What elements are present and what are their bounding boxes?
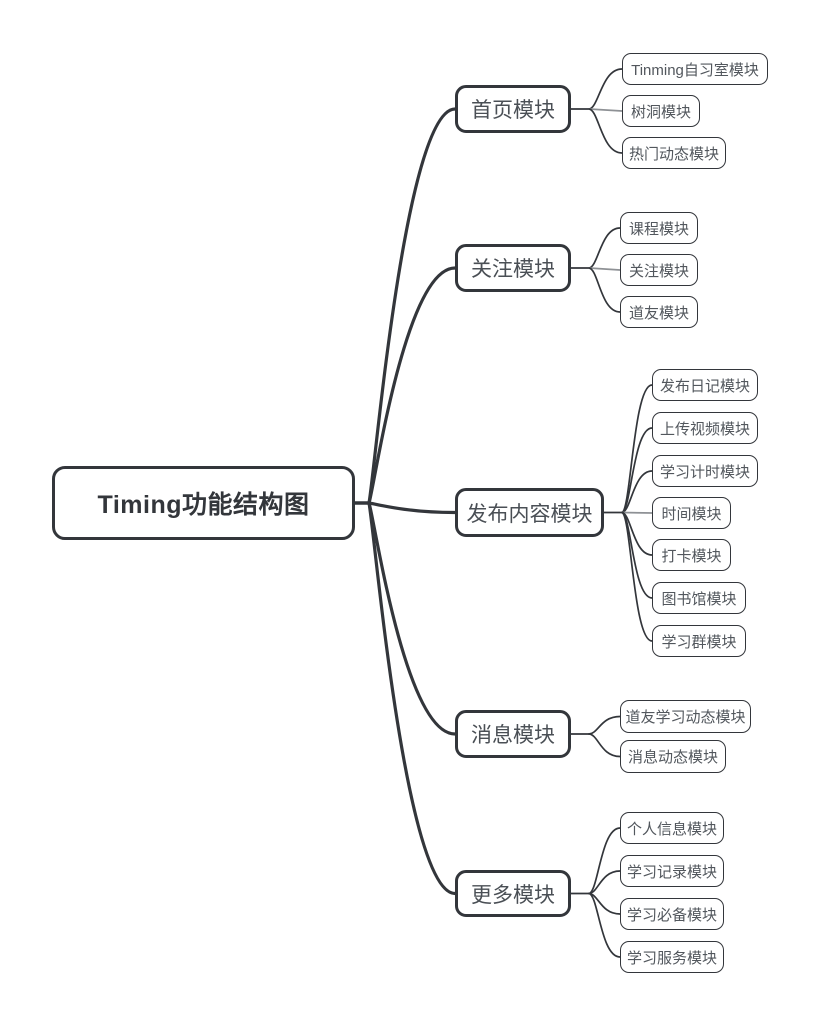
root-node[interactable]: Timing功能结构图 — [52, 466, 355, 540]
connector — [367, 266, 457, 505]
leaf-node-more-2[interactable]: 学习必备模块 — [620, 898, 724, 930]
connector — [588, 267, 621, 313]
connector — [621, 511, 653, 599]
branch-node-more[interactable]: 更多模块 — [455, 870, 571, 917]
connector — [621, 470, 653, 514]
connector — [621, 511, 653, 514]
leaf-node-publish-2[interactable]: 学习计时模块 — [652, 455, 758, 487]
connector — [367, 107, 457, 505]
connector — [621, 511, 653, 556]
leaf-node-more-3[interactable]: 学习服务模块 — [620, 941, 724, 973]
leaf-node-message-1[interactable]: 消息动态模块 — [620, 740, 726, 773]
connector — [621, 384, 653, 514]
connector — [621, 511, 653, 642]
connector — [588, 892, 621, 915]
branch-node-home[interactable]: 首页模块 — [455, 85, 571, 133]
leaf-node-publish-6[interactable]: 学习群模块 — [652, 625, 746, 657]
connector — [367, 501, 457, 896]
connector — [621, 427, 653, 514]
connector — [588, 715, 621, 735]
branch-node-message[interactable]: 消息模块 — [455, 710, 571, 758]
leaf-node-publish-4[interactable]: 打卡模块 — [652, 539, 731, 571]
leaf-node-more-1[interactable]: 学习记录模块 — [620, 855, 724, 887]
connector — [588, 870, 621, 895]
leaf-node-publish-0[interactable]: 发布日记模块 — [652, 369, 758, 401]
connector — [367, 501, 457, 515]
connector — [588, 108, 623, 112]
connector — [588, 68, 623, 110]
connector — [367, 501, 457, 736]
connector — [588, 227, 621, 269]
branch-node-follow[interactable]: 关注模块 — [455, 244, 571, 292]
leaf-node-publish-1[interactable]: 上传视频模块 — [652, 412, 758, 444]
connector — [588, 733, 621, 758]
connector — [588, 267, 621, 271]
leaf-node-home-2[interactable]: 热门动态模块 — [622, 137, 726, 169]
leaf-node-follow-0[interactable]: 课程模块 — [620, 212, 698, 244]
leaf-node-more-0[interactable]: 个人信息模块 — [620, 812, 724, 844]
leaf-node-message-0[interactable]: 道友学习动态模块 — [620, 700, 751, 733]
leaf-node-home-1[interactable]: 树洞模块 — [622, 95, 700, 127]
connector — [588, 892, 621, 958]
leaf-node-follow-2[interactable]: 道友模块 — [620, 296, 698, 328]
leaf-node-publish-5[interactable]: 图书馆模块 — [652, 582, 746, 614]
leaf-node-publish-3[interactable]: 时间模块 — [652, 497, 731, 529]
branch-node-publish[interactable]: 发布内容模块 — [455, 488, 604, 537]
leaf-node-home-0[interactable]: Tinming自习室模块 — [622, 53, 768, 85]
connector — [588, 108, 623, 154]
connector — [588, 827, 621, 895]
leaf-node-follow-1[interactable]: 关注模块 — [620, 254, 698, 286]
